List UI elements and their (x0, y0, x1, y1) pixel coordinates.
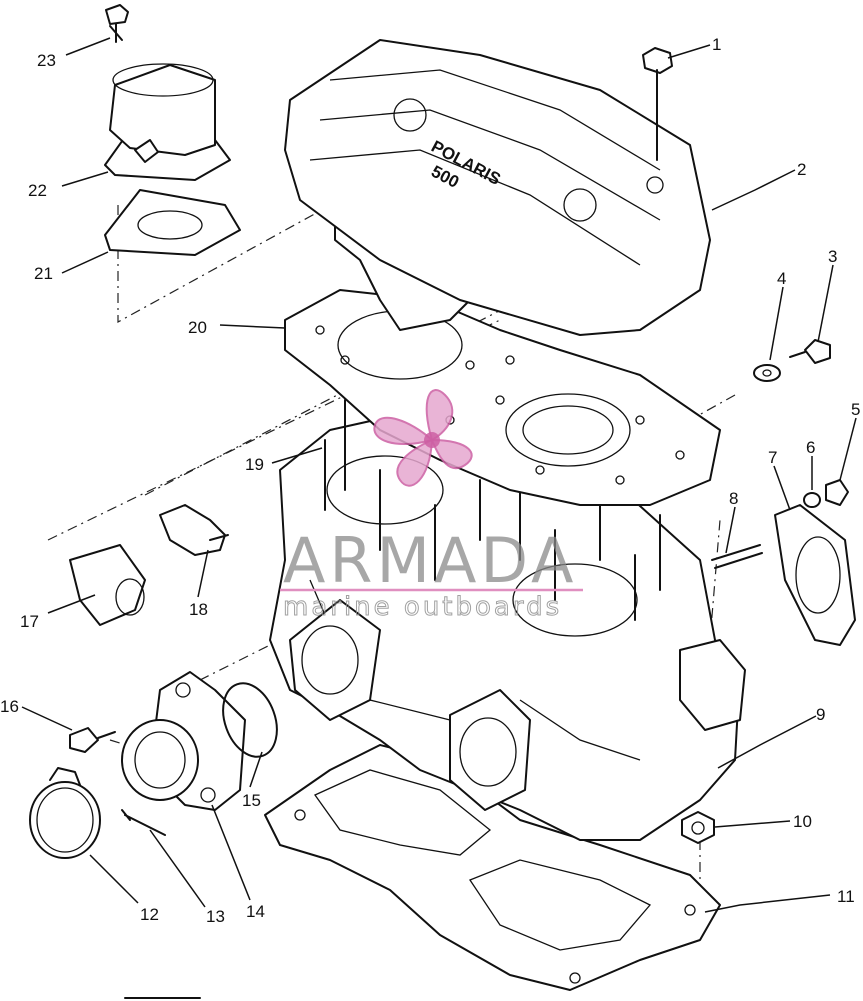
callout-8: 8 (729, 489, 738, 508)
callout-3: 3 (828, 247, 837, 266)
leader-lines (21, 37, 857, 913)
watermark-main-text: ARMADA (283, 524, 577, 597)
armada-watermark: ARMADA marine outboards (280, 389, 583, 623)
callout-6: 6 (806, 438, 815, 457)
cap-assembly (104, 4, 241, 256)
bolt-and-washer (753, 339, 831, 382)
exhaust-stud (711, 544, 763, 569)
watermark-sub-text: marine outboards (283, 592, 562, 622)
callout-20: 20 (188, 318, 207, 337)
block-nut (681, 811, 715, 844)
cylinder-block (269, 399, 746, 841)
callout-16: 16 (0, 697, 19, 716)
callout-10: 10 (793, 812, 812, 831)
callout-21: 21 (34, 264, 53, 283)
callout-11: 11 (837, 887, 855, 906)
cylinder-head-cover: POLARIS 500 (284, 39, 711, 336)
stud-nut-and-washer (803, 479, 849, 508)
callout-7: 7 (768, 448, 777, 467)
callout-17: 17 (20, 612, 39, 631)
propeller-logo-icon (373, 389, 473, 487)
temp-sender-and-sleeve (69, 504, 229, 626)
callout-5: 5 (851, 400, 860, 419)
callout-2: 2 (797, 160, 806, 179)
callout-4: 4 (777, 269, 786, 288)
exhaust-gasket (774, 504, 856, 646)
callout-15: 15 (242, 791, 261, 810)
cover-nut (642, 47, 673, 161)
callout-12: 12 (140, 905, 159, 924)
intake-flange-assembly (29, 671, 278, 859)
callout-14: 14 (246, 902, 265, 921)
callout-23: 23 (37, 51, 56, 70)
callout-9: 9 (816, 705, 825, 724)
callout-19: 19 (245, 455, 264, 474)
callout-18: 18 (189, 600, 208, 619)
callout-labels: 1 2 3 4 5 6 7 8 9 10 11 12 13 14 15 16 1… (0, 35, 860, 926)
callout-13: 13 (206, 907, 225, 926)
callout-1: 1 (712, 35, 721, 54)
callout-22: 22 (28, 181, 47, 200)
